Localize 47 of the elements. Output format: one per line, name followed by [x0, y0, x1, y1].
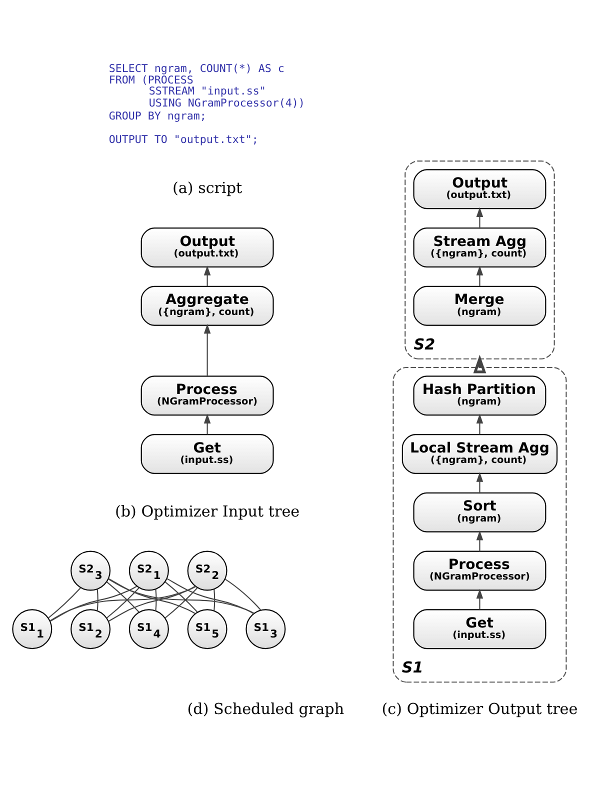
label: (c) Optimizer Output tree — [382, 700, 578, 718]
connector — [166, 578, 254, 614]
connector — [50, 585, 138, 622]
node-box: Get (input.ss) — [140, 434, 274, 474]
connector — [164, 587, 198, 618]
connector — [50, 586, 196, 621]
node-box: Aggregate ({ngram}, count) — [140, 285, 274, 326]
node-box: Merge (ngram) — [413, 285, 546, 326]
connector — [108, 585, 196, 622]
connector — [155, 588, 157, 610]
connector — [164, 580, 198, 612]
arrow — [476, 588, 484, 610]
label: SELECT ngram, COUNT(*) AS c — [108, 61, 284, 74]
label: (a) script — [172, 178, 242, 197]
node-box: Output (output.txt) — [140, 227, 274, 268]
label: USING NGramProcessor(4)) — [148, 96, 305, 109]
arrow — [204, 323, 211, 376]
arrow — [476, 472, 484, 492]
arrow — [473, 354, 486, 373]
node-box: Get (input.ss) — [413, 608, 546, 649]
node-box: Local Stream Agg ({ngram}, count) — [402, 434, 558, 474]
connector — [108, 578, 196, 614]
label: (d) Scheduled graph — [187, 700, 344, 718]
connector — [224, 578, 262, 610]
connector — [106, 587, 140, 618]
connector — [96, 588, 98, 610]
label: FROM (PROCESS — [108, 73, 194, 86]
connector — [108, 578, 254, 614]
label: OUTPUT TO "output.txt"; — [108, 132, 258, 146]
node-box: Process (NGramProcessor) — [413, 550, 546, 590]
arrow — [204, 413, 211, 434]
arrow — [476, 413, 484, 434]
arrow — [204, 265, 211, 286]
connector — [48, 587, 81, 618]
label: GROUP BY ngram; — [108, 108, 206, 122]
node-box: Sort (ngram) — [413, 492, 546, 532]
connector — [214, 588, 216, 610]
connector — [106, 580, 140, 612]
node-box: Hash Partition (ngram) — [413, 375, 546, 416]
arrow — [476, 530, 484, 551]
arrow — [476, 265, 484, 286]
node-box: Stream Agg ({ngram}, count) — [413, 227, 546, 268]
label: (b) Optimizer Input tree — [114, 502, 300, 520]
node-box: Process (NGramProcessor) — [140, 375, 274, 416]
label: SSTREAM "input.ss" — [148, 84, 266, 98]
arrow — [476, 206, 484, 228]
node-box: Output (output.txt) — [413, 168, 546, 209]
